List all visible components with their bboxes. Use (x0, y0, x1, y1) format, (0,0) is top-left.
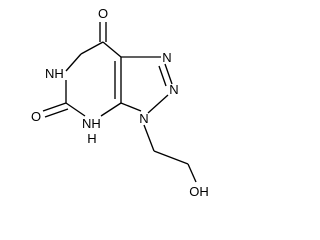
bond-c7-c7a (80, 41, 104, 55)
bond-n3-ch2 (143, 124, 155, 152)
bond-ch2-ch2 (153, 150, 189, 165)
atom-o-top: O (98, 6, 108, 21)
atom-labels: O NH O NH H N N N OH (31, 6, 209, 199)
atom-n-right-mid: N (169, 82, 178, 97)
bond-n-right-mid-n3 (147, 94, 169, 114)
bond-ch2-oh (187, 163, 197, 183)
bond-c5-o-double-a (42, 102, 67, 112)
atom-nh-bottom: NH (82, 116, 101, 131)
atom-n-right-top: N (162, 50, 171, 65)
atom-n-ring-bottom: N (139, 111, 148, 126)
bond-nh-c7a (65, 53, 82, 72)
atom-oh: OH (189, 184, 209, 199)
atom-nh-ring: NH (45, 66, 64, 81)
bond-n3-c4a (120, 102, 142, 112)
atom-h-of-nh-bottom: H (87, 131, 96, 146)
bond-n-right-top-n-right-mid-a (164, 63, 173, 85)
bond-c7-c3a (102, 41, 122, 58)
bonds (42, 22, 197, 183)
atom-o-left: O (31, 109, 41, 124)
bond-n-right-top-n-right-mid-b (158, 65, 167, 87)
chemical-structure-diagram: O NH O NH H N N N OH (31, 6, 209, 199)
bond-c5-o-double-b (44, 108, 69, 118)
bond-n4-c4a (100, 102, 122, 117)
bond-c5-n4 (65, 102, 86, 117)
